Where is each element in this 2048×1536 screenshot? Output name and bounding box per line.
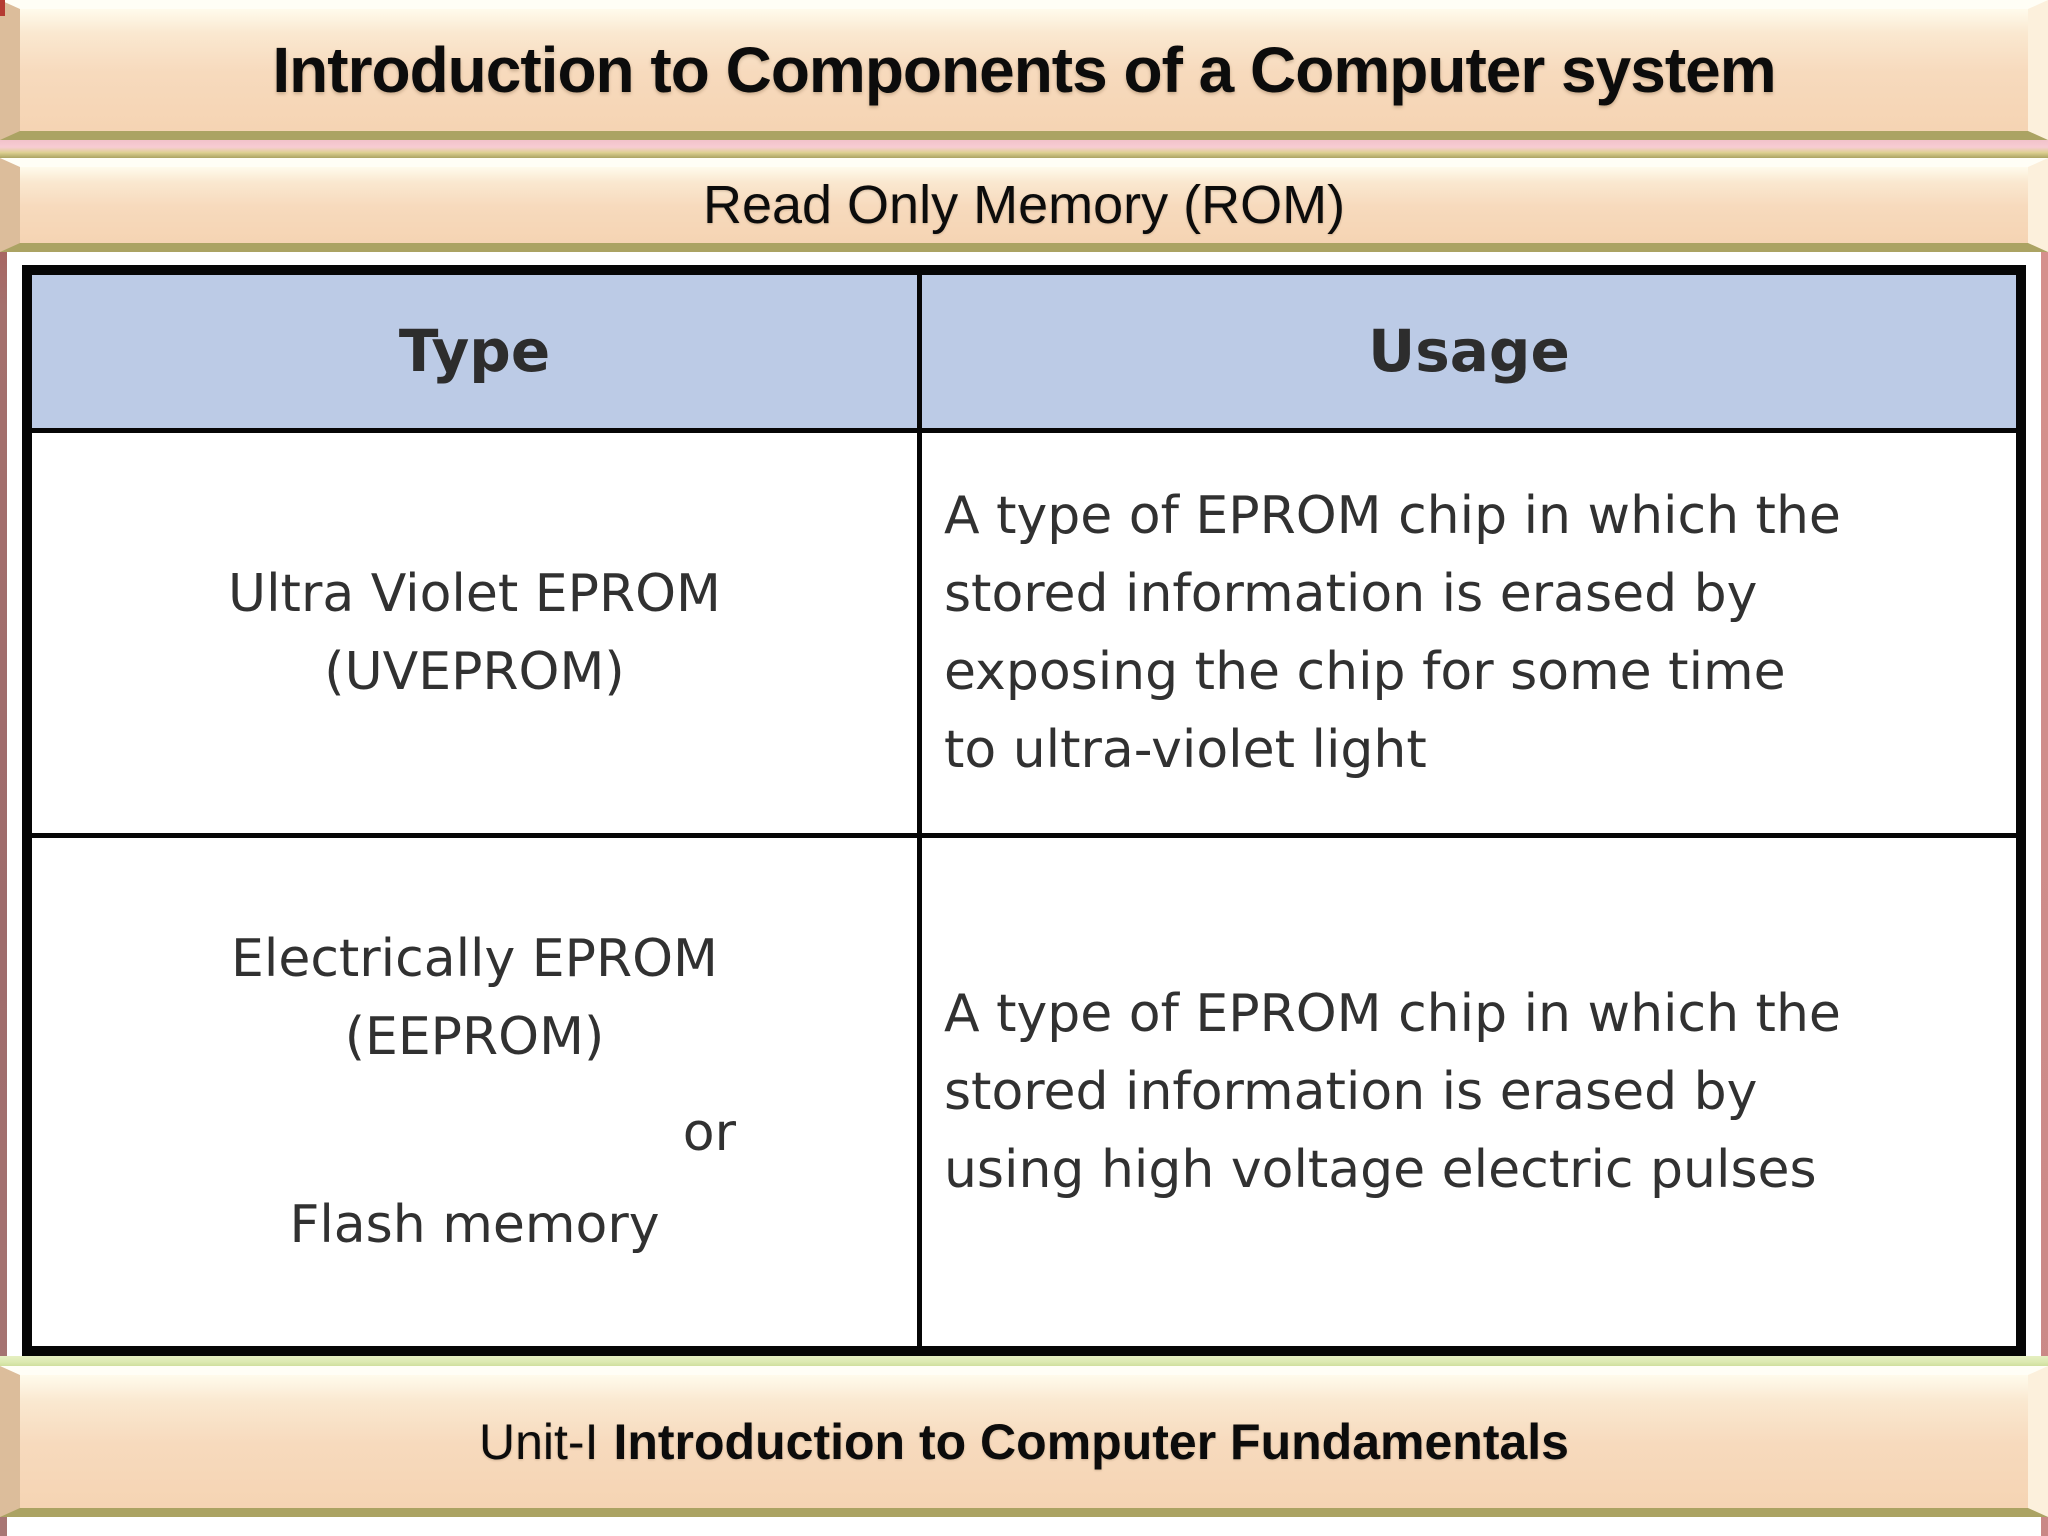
- usage-cell-uveprom: A type of EPROM chip in which the stored…: [916, 427, 2024, 838]
- column-header-usage: Usage: [916, 267, 2024, 433]
- usage-line: using high voltage electric pulses: [943, 1139, 1817, 1200]
- banner-divider: [0, 140, 2048, 158]
- slide-left-edge-strip: [0, 0, 7, 1536]
- rom-types-table: Type Usage Ultra Violet EPROM (UVEPROM) …: [22, 265, 2026, 1356]
- usage-line: exposing the chip for some time: [943, 641, 1786, 702]
- usage-line: to ultra-violet light: [943, 719, 1427, 780]
- usage-line: stored information is erased by: [943, 563, 1758, 624]
- title-banner: Introduction to Components of a Computer…: [0, 0, 2048, 140]
- type-line: (UVEPROM): [324, 641, 625, 702]
- type-cell-uveprom: Ultra Violet EPROM (UVEPROM): [24, 427, 922, 838]
- type-line: Ultra Violet EPROM: [228, 563, 721, 624]
- table-header-row: Type Usage: [24, 267, 2024, 433]
- type-cell-eeprom: Electrically EPROM (EEPROM) or Flash mem…: [24, 832, 922, 1354]
- type-line-or: or: [682, 1102, 736, 1163]
- table-row: Ultra Violet EPROM (UVEPROM) A type of E…: [24, 427, 2024, 838]
- usage-line: A type of EPROM chip in which the: [943, 485, 1841, 546]
- footer-green-strip: [0, 1356, 2048, 1366]
- type-line: (EEPROM): [344, 1006, 605, 1067]
- slide-right-edge-strip: [2041, 0, 2048, 1536]
- type-line-flash: Flash memory: [289, 1194, 660, 1255]
- subtitle-banner: Read Only Memory (ROM): [0, 158, 2048, 252]
- type-line: Electrically EPROM: [231, 928, 718, 989]
- column-header-type: Type: [24, 267, 922, 433]
- page-subtitle: Read Only Memory (ROM): [702, 175, 1346, 235]
- rom-table-container: Type Usage Ultra Violet EPROM (UVEPROM) …: [22, 265, 2026, 1356]
- slide-corner-accent: [0, 0, 5, 16]
- spacer: [0, 252, 2048, 265]
- table-row: Electrically EPROM (EEPROM) or Flash mem…: [24, 832, 2024, 1354]
- usage-line: stored information is erased by: [943, 1061, 1758, 1122]
- page-title: Introduction to Components of a Computer…: [272, 34, 1776, 106]
- usage-line: A type of EPROM chip in which the: [943, 983, 1841, 1044]
- footer-unit-label: Unit-I: [479, 1413, 599, 1470]
- usage-cell-eeprom: A type of EPROM chip in which the stored…: [916, 832, 2024, 1354]
- footer-unit-title: Introduction to Computer Fundamentals: [613, 1413, 1569, 1470]
